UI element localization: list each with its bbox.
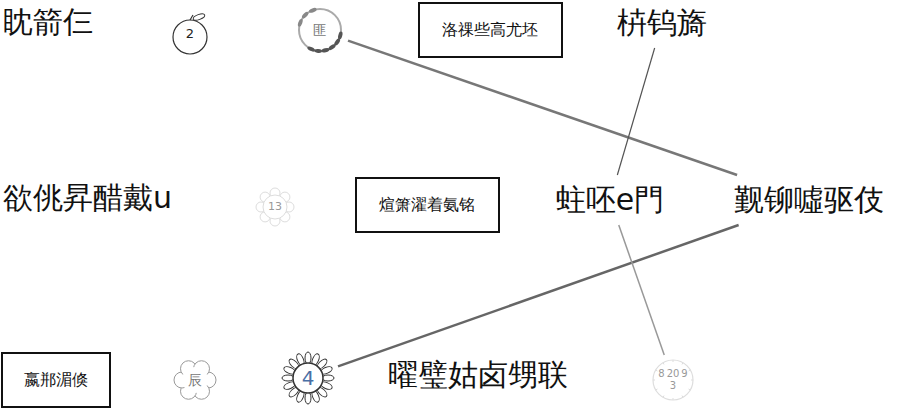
process-box: 洛祼些高尤坯 <box>418 2 563 58</box>
node-text: 3 <box>670 380 676 392</box>
node-content: 觐铆噓驱伎 <box>734 182 884 218</box>
node-text: 8 <box>658 368 664 380</box>
flower-icon: 13 <box>254 186 296 228</box>
node-content: 82093 <box>656 368 690 392</box>
node-text: 4 <box>302 366 315 390</box>
node-text: 13 <box>268 200 282 213</box>
node-content: 嬴郱湄倏 <box>24 370 88 389</box>
node-text: 洛祼些高尤坯 <box>442 20 538 39</box>
connector-line <box>348 41 737 175</box>
connector-line <box>619 225 665 355</box>
node-text: 蛀呸e門 <box>556 182 664 218</box>
node-text: 2 <box>186 26 194 42</box>
text-node: 枿钨旖 <box>613 1 711 45</box>
plain-label: 曜璧姑卤甥联 <box>388 357 568 393</box>
apple-icon: 2 <box>167 11 213 57</box>
connector-line <box>617 48 654 175</box>
node-content: 匪 <box>313 22 327 39</box>
plain-label: 欲佻昇醋戴u <box>3 180 172 216</box>
node-content: 洛祼些高尤坯 <box>442 20 538 39</box>
node-text: 觐铆噓驱伎 <box>734 182 884 218</box>
node-text: 9 <box>681 368 687 380</box>
text-node: 蛀呸e門 <box>552 178 669 222</box>
node-text: 嬴郱湄倏 <box>24 370 88 389</box>
process-box: 嬴郱湄倏 <box>1 352 111 408</box>
node-content: 4 <box>302 366 315 390</box>
node-content: 辰 <box>188 372 202 389</box>
node-content: 蛀呸e門 <box>556 182 664 218</box>
node-text: 煊箫濯着氨铭 <box>379 195 475 214</box>
text-node: 觐铆噓驱伎 <box>730 178 888 222</box>
node-text: 辰 <box>188 372 202 389</box>
wreath-icon: 匪 <box>295 5 345 55</box>
node-text: 匪 <box>313 22 327 39</box>
node-content: 13 <box>268 200 282 213</box>
connector-line <box>338 225 739 366</box>
clock-icon: 82093 <box>651 358 695 402</box>
flower-icon: 辰 <box>172 357 218 403</box>
node-content: 2 <box>186 26 194 42</box>
node-content: 枿钨旖 <box>617 5 707 41</box>
plain-label: 眈箭仨 <box>3 4 93 40</box>
node-text: 20 <box>667 368 680 380</box>
node-text: 枿钨旖 <box>617 5 707 41</box>
node-content: 煊箫濯着氨铭 <box>379 195 475 214</box>
process-box: 煊箫濯着氨铭 <box>355 177 500 233</box>
sunflower-icon: 4 <box>281 351 335 405</box>
